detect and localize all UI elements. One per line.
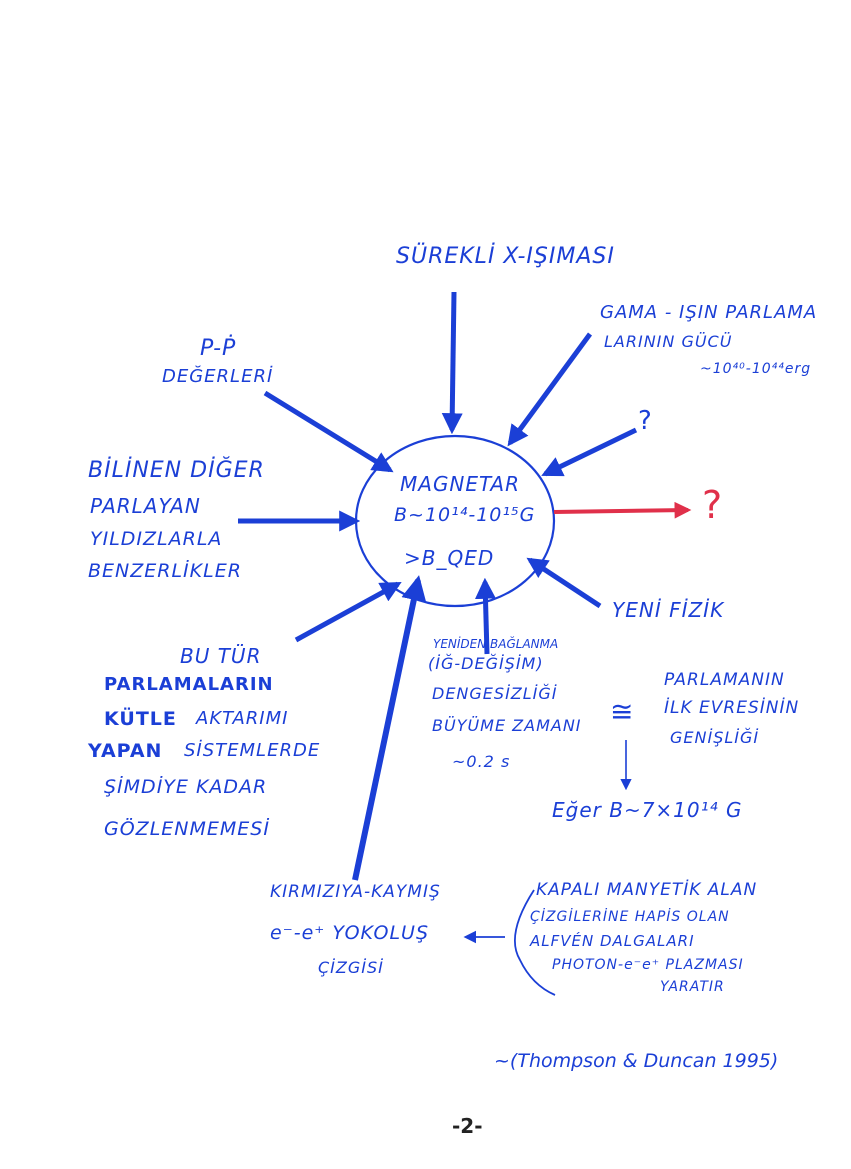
label-butur-3a: KÜTLE: [104, 708, 177, 730]
label-kapali-4: PHOTON-e⁻e⁺ PLAZMASI: [552, 957, 744, 973]
label-eger: Eğer B~7×10¹⁴ G: [552, 798, 743, 822]
label-kirmizi-2: e⁻-e⁺ YOKOLUŞ: [270, 922, 430, 944]
label-butur-4b: SİSTEMLERDE: [184, 740, 321, 761]
label-bilinen-2: PARLAYAN: [90, 494, 201, 518]
magnetar-qed: >B_QED: [404, 546, 495, 570]
magnetar-title: MAGNETAR: [400, 472, 520, 496]
label-question-right: ?: [702, 483, 724, 527]
label-kapali-2: ÇİZGİLERİNE HAPİS OLAN: [530, 909, 730, 925]
arrow-yeniden: [474, 577, 496, 655]
label-yeniden-4: BÜYÜME ZAMANI: [432, 716, 582, 735]
arrow-butur: [294, 581, 402, 643]
label-approx: ≅: [610, 695, 635, 728]
page-number: -2-: [452, 1114, 483, 1138]
arrow-gama: [507, 332, 593, 447]
label-yeniden-3: DENGESİZLİĞİ: [432, 684, 558, 703]
arrow-surekli: [441, 291, 463, 435]
label-surekli: SÜREKLİ X-IŞIMASI: [396, 244, 615, 269]
label-kapali-5: YARATIR: [660, 979, 725, 995]
label-pp-2: DEĞERLERİ: [162, 366, 274, 387]
label-yeni-fizik: YENİ FİZİK: [612, 598, 725, 622]
label-butur-2: PARLAMALARIN: [104, 674, 274, 695]
label-butur-4a: YAPAN: [88, 740, 163, 762]
label-question-top: ?: [638, 406, 653, 436]
arrow-kirmizi: [352, 575, 427, 881]
label-yeniden-1: YENİDEN BAĞLANMA: [433, 637, 559, 651]
label-parlamanin-2: İLK EVRESİNİN: [664, 698, 800, 718]
magnetar-field: B~10¹⁴-10¹⁵G: [394, 504, 536, 526]
label-bilinen-4: BENZERLİKLER: [88, 560, 242, 582]
label-bilinen-1: BİLİNEN DİĞER: [88, 458, 265, 483]
label-reference: ~(Thompson & Duncan 1995): [494, 1050, 779, 1072]
arrow-to-question-right: [553, 501, 692, 519]
label-butur-1: BU TÜR: [180, 644, 262, 668]
arrow-pp: [263, 390, 394, 473]
label-kapali-1: KAPALI MANYETİK ALAN: [536, 880, 758, 900]
label-parlamanin-1: PARLAMANIN: [664, 670, 785, 690]
label-gama-1: GAMA - IŞIN PARLAMA: [600, 302, 818, 323]
label-kapali-3: ALFVÉN DALGALARI: [530, 932, 695, 950]
label-butur-5: ŞİMDİYE KADAR: [104, 776, 268, 798]
bracket-kapali: [513, 889, 556, 996]
label-butur-6: GÖZLENMEMESİ: [104, 818, 270, 840]
label-gama-2: LARININ GÜCÜ: [604, 332, 733, 351]
label-yeniden-2: (İĞ-DEĞİŞİM): [428, 654, 544, 673]
label-butur-3b: AKTARIMI: [196, 708, 289, 729]
label-pp-1: P-Ṗ: [200, 336, 237, 361]
label-yeniden-5: ~0.2 s: [452, 752, 511, 771]
arrow-question-top: [541, 427, 638, 477]
label-kirmizi-1: KIRMIZIYA-KAYMIŞ: [270, 882, 441, 902]
label-parlamanin-3: GENİŞLİĞİ: [670, 728, 760, 747]
label-bilinen-3: YILDIZLARLA: [90, 528, 223, 550]
label-kirmizi-3: ÇİZGİSİ: [318, 958, 384, 977]
label-gama-3: ~10⁴⁰-10⁴⁴erg: [700, 361, 812, 377]
arrow-yeni: [526, 557, 602, 609]
